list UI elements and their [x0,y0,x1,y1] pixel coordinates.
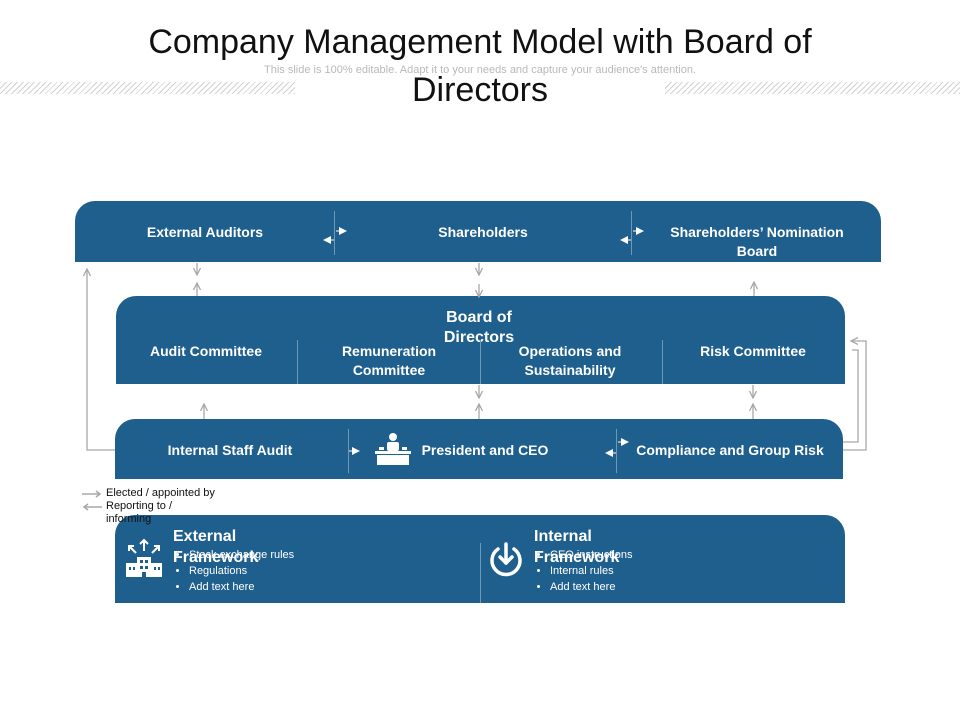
external-framework-title: External Framework [173,528,259,566]
framework-divider [480,543,481,603]
committee-risk: Risk Committee [700,343,806,359]
circle-down-arrow-icon [488,541,524,577]
legend-reporting-label: Reporting to / informing [106,500,173,525]
stakeholders-panel: External Auditors Shareholders Sharehold… [75,201,881,262]
top-divider-2 [631,211,632,255]
legend-reporting: Reporting to / informing [82,500,232,526]
internal-audit-label: Internal Staff Audit [167,442,293,458]
mgmt-divider-2 [616,429,617,473]
shareholders-label: Shareholders [438,224,528,240]
page-title: Company Management Model with Board of D… [148,23,812,109]
committee-audit: Audit Committee [150,343,262,359]
legend-elected-arrow-icon [82,490,102,498]
title-hatch-right [665,82,960,94]
internal-item: Add text here [550,579,633,595]
external-item: Add text here [189,579,294,595]
framework-panel: Stock exchange rules Regulations Add tex… [115,515,845,603]
board-title: Board of Directors [443,309,515,346]
page-subtitle: This slide is 100% editable. Adapt it to… [264,64,696,76]
external-framework-list: Stock exchange rules Regulations Add tex… [173,547,294,595]
legend-reporting-arrow-icon [82,503,102,511]
president-ceo-label: President and CEO [421,442,549,458]
nomination-board-label: Shareholders’ Nomination Board [670,224,844,259]
committee-operations-clip: Operations and Sustainability Committee [496,342,644,384]
board-divider-1 [297,340,298,384]
internal-framework-list: CEO instructions Internal rules Add text… [534,547,633,595]
committee-remuneration: Remuneration Committee [341,343,437,378]
board-divider-2 [480,340,481,384]
external-item: Stock exchange rules [189,547,294,563]
external-auditors-label: External Auditors [146,224,264,240]
arrow-left-loop [87,270,115,451]
committee-operations: Operations and Sustainability Committee [518,343,622,384]
internal-item: Internal rules [550,563,633,579]
internal-framework-title: Internal Framework [534,528,620,566]
compliance-label: Compliance and Group Risk [636,442,824,458]
board-panel: Board of Directors Audit Committee Remun… [116,296,845,384]
building-icon [123,537,165,579]
mgmt-divider-1 [348,429,349,473]
legend: Elected / appointed by Reporting to / in… [82,487,232,526]
arrow-right-loop-inner [843,349,859,443]
legend-elected-label: Elected / appointed by [106,487,215,499]
top-divider-1 [334,211,335,255]
external-item: Regulations [189,563,294,579]
arrow-right-loop-outer [843,341,867,451]
board-divider-3 [662,340,663,384]
legend-elected: Elected / appointed by [82,487,232,500]
desk-person-icon [373,432,413,468]
internal-item: CEO instructions [550,547,633,563]
management-panel: Internal Staff Audit President and CEO C… [115,419,843,479]
title-hatch-left [0,82,295,94]
